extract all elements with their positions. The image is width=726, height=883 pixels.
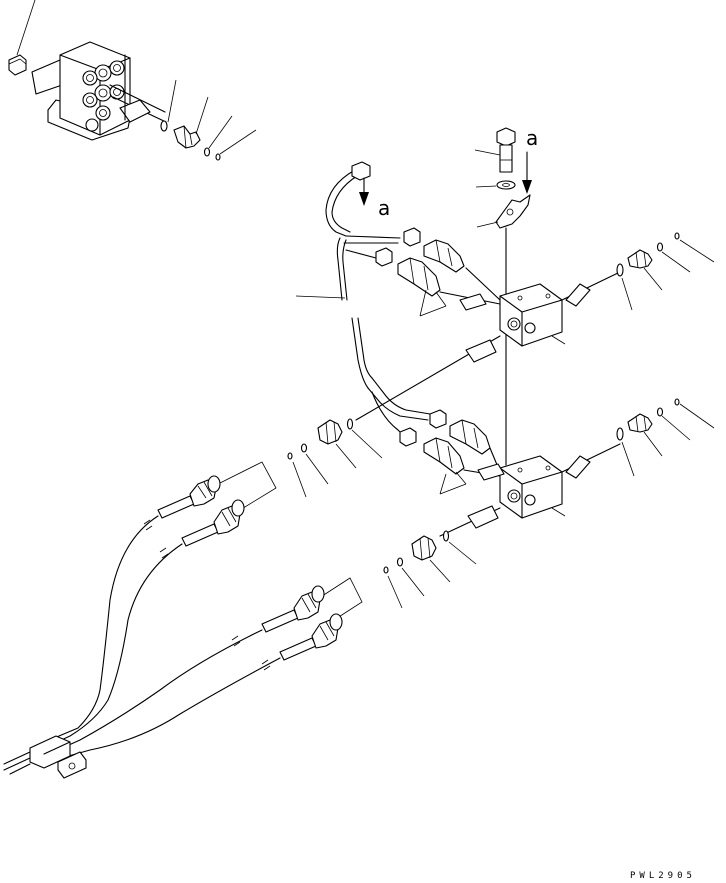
back-up-ring[interactable] [215,129,257,161]
connector[interactable] [399,427,417,447]
extension-harness-lower [39,577,363,765]
view-label-a-right: a [526,126,538,150]
mounting-hardware: a [474,126,538,466]
upper-leads [355,267,621,421]
connector[interactable] [351,161,371,181]
back-up-ring[interactable] [674,232,715,263]
valve-block-assembly [8,0,257,161]
o-ring[interactable] [616,263,633,311]
o-ring[interactable] [160,79,177,132]
connector[interactable] [429,409,447,429]
pressure-sensor[interactable] [173,96,209,149]
pressure-sensor[interactable] [317,419,357,469]
solenoid-connector[interactable] [423,239,465,273]
solenoid-connector[interactable] [397,257,441,297]
back-up-ring[interactable] [674,398,715,429]
arrow-a-left [359,177,369,206]
o-ring[interactable] [616,427,635,477]
o-ring[interactable] [300,443,329,485]
view-label-a-left: a [378,196,390,220]
connector-plug[interactable] [261,585,325,633]
solenoid-connector[interactable] [423,437,465,475]
connector-plug[interactable] [279,613,343,661]
extension-harness-upper [39,461,277,751]
bolt[interactable] [474,127,516,173]
back-up-ring[interactable] [287,452,307,498]
pressure-sensor[interactable] [411,535,451,583]
plug[interactable] [8,54,27,76]
o-ring[interactable] [346,418,383,459]
o-ring[interactable] [656,242,691,273]
connector[interactable] [403,227,421,247]
wiring-harness: a [295,161,465,389]
o-ring[interactable] [656,407,691,441]
bracket[interactable] [476,194,531,229]
pressure-switch[interactable] [627,249,663,291]
port-holes [82,60,125,132]
lower-harness-branch [367,377,491,495]
o-ring[interactable] [396,557,425,597]
back-up-ring[interactable] [383,566,403,609]
washer[interactable] [475,180,516,190]
lower-valve-body[interactable] [499,455,566,519]
o-ring[interactable] [203,115,233,157]
pressure-switch[interactable] [627,413,663,457]
lower-leads [439,443,621,537]
o-ring[interactable] [442,530,477,565]
connector-plug[interactable] [181,499,245,547]
solenoid-connector[interactable] [449,419,491,455]
arrow-a-right [522,151,532,194]
harness-clamp[interactable] [3,735,87,779]
connector-plug[interactable] [157,475,221,519]
connector[interactable] [375,247,393,267]
upper-valve-body[interactable] [499,283,566,347]
drawing-code: PWL2905 [630,871,696,881]
